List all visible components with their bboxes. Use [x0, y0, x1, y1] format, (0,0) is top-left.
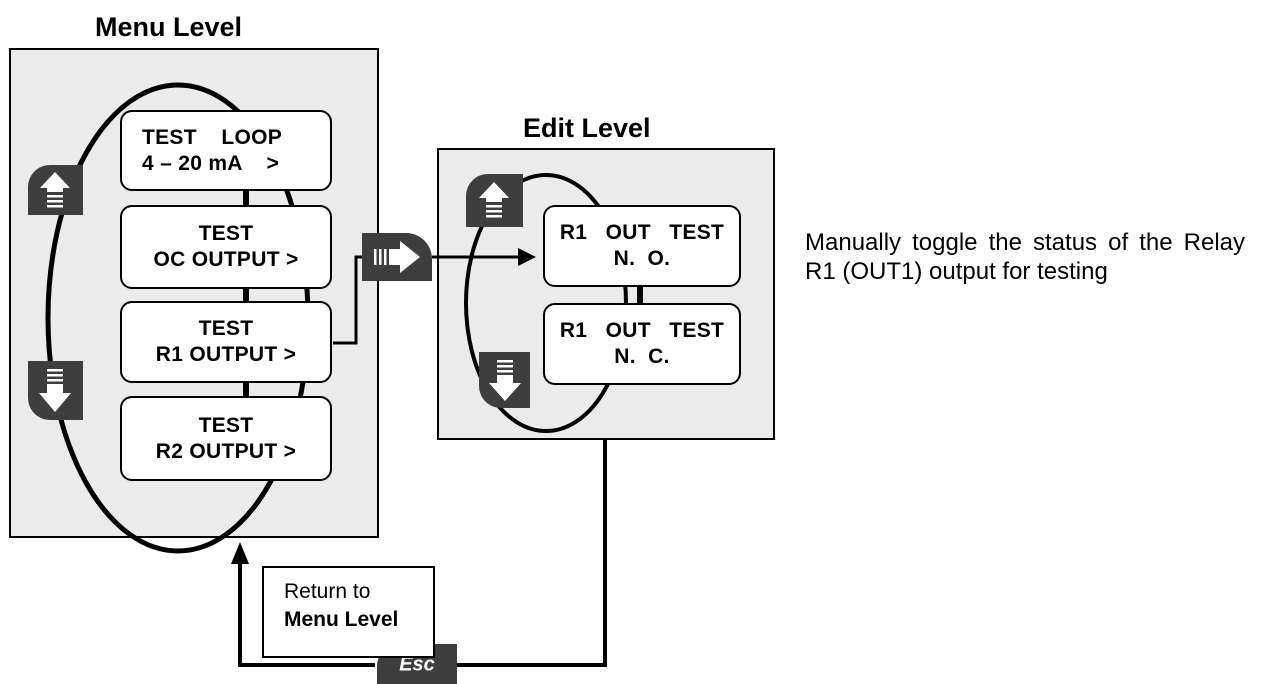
menu-item-r1-output[interactable]: TEST R1 OUTPUT > — [120, 301, 332, 383]
menu-item-line2: R2 OUTPUT > — [155, 439, 297, 463]
up-arrow-icon — [40, 172, 70, 208]
menu-item-line1: TEST — [198, 317, 254, 340]
enter-key[interactable] — [362, 233, 432, 281]
menu-item-line2: 4 – 20 mA > — [142, 151, 280, 175]
edit-item-line2: N. O. — [613, 247, 671, 270]
menu-item-line2: OC OUTPUT > — [153, 248, 299, 271]
up-arrow-icon — [479, 182, 509, 218]
edit-up-key[interactable] — [466, 174, 523, 227]
description-text: Manually toggle the status of the Relay … — [805, 229, 1245, 285]
right-arrow-icon — [374, 241, 420, 273]
edit-item-line2: N. C. — [614, 345, 670, 368]
down-arrow-icon — [39, 369, 71, 412]
menu-up-key[interactable] — [28, 165, 83, 215]
menu-item-line1: TEST — [198, 222, 254, 245]
edit-item-normally-open[interactable]: R1 OUT TEST N. O. — [543, 205, 741, 287]
esc-key-label: Esc — [399, 653, 435, 676]
menu-level-title: Menu Level — [95, 12, 243, 42]
return-to-menu-note: Return to Menu Level — [262, 566, 435, 658]
edit-item-line1: R1 OUT TEST — [559, 221, 725, 244]
menu-item-oc-output[interactable]: TEST OC OUTPUT > — [120, 205, 332, 289]
menu-item-line2: R1 OUTPUT > — [155, 343, 297, 366]
menu-down-key[interactable] — [28, 361, 83, 420]
menu-item-test-loop[interactable]: TEST LOOP 4 – 20 mA > — [120, 110, 332, 191]
down-arrow-icon — [489, 360, 521, 401]
menu-item-line1: TEST — [198, 413, 254, 437]
return-note-line2: Menu Level — [284, 608, 399, 631]
menu-item-r2-output[interactable]: TEST R2 OUTPUT > — [120, 396, 332, 481]
edit-item-normally-closed[interactable]: R1 OUT TEST N. C. — [543, 303, 741, 385]
edit-down-key[interactable] — [479, 352, 530, 408]
return-note-line1: Return to — [284, 580, 371, 603]
edit-level-title: Edit Level — [523, 113, 651, 143]
edit-item-line1: R1 OUT TEST — [559, 319, 725, 342]
menu-item-line1: TEST LOOP — [142, 125, 283, 149]
